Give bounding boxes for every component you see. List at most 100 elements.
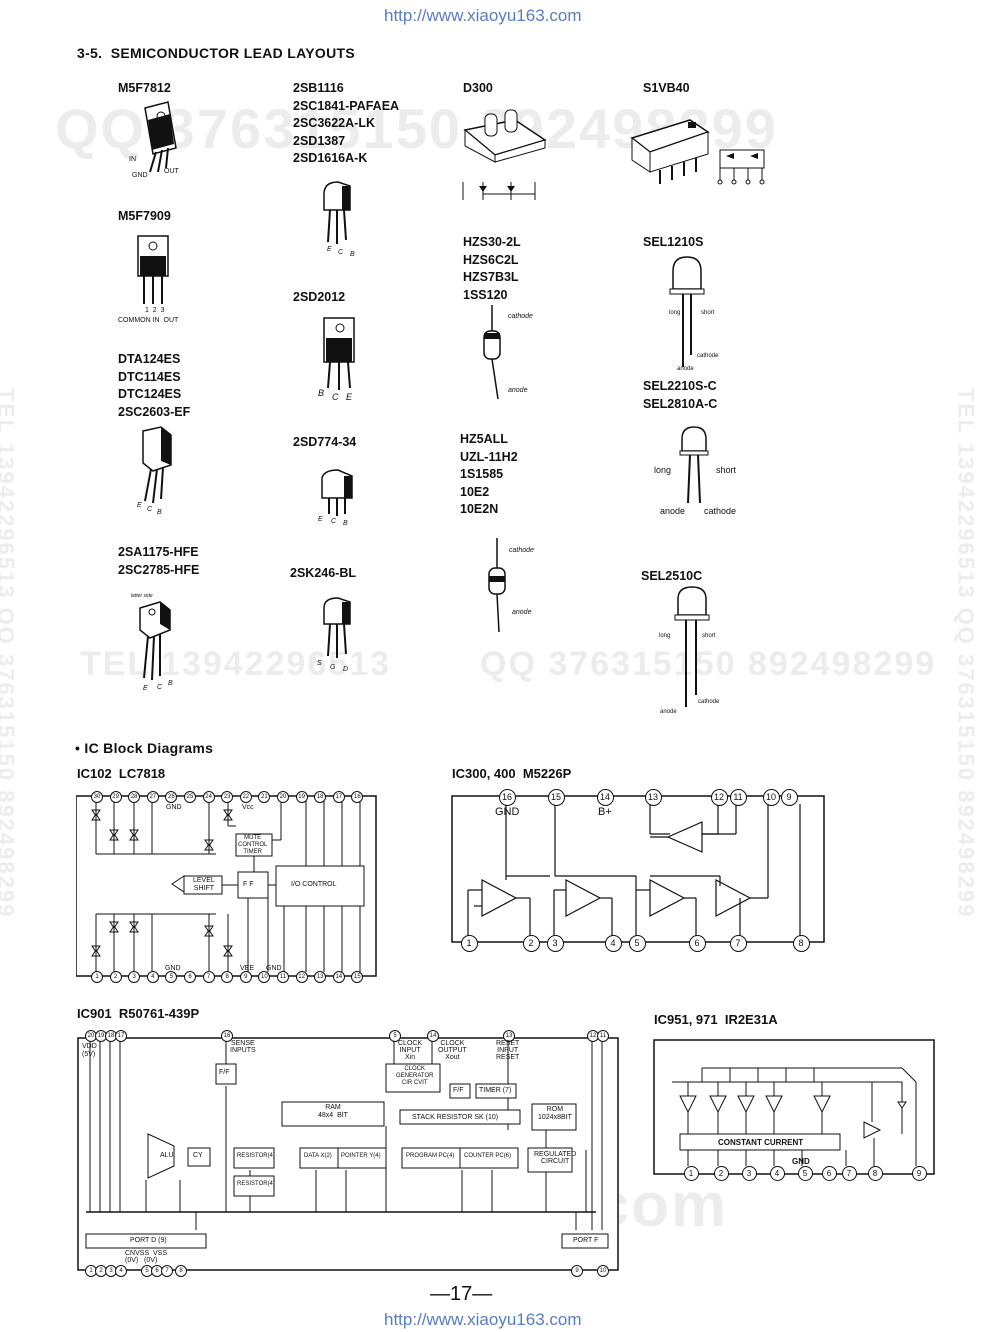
ic901-data-label: DATA X(2) (304, 1153, 332, 1159)
ic901-clock-gen-label: CLOCK GENERATOR CIR CVIT (396, 1066, 434, 1086)
ic300-top-pin-10: 10 (762, 789, 780, 806)
ic901-top-pin-11: 11 (597, 1030, 609, 1042)
ic951-gnd-label: GND (792, 1157, 810, 1166)
ic102-gnd-bottom-label-2: GND (266, 965, 282, 972)
ic901-resistor-b-label: RESISTOR(4) (237, 1181, 275, 1187)
sb1116-e-label: E (327, 246, 332, 253)
sel2510c-led-icon (674, 586, 710, 707)
ic102-top-pin-25: 25 (184, 791, 196, 803)
sd774-c-label: C (331, 518, 337, 525)
dta-b-label: B (157, 509, 162, 516)
ic102-bottom-pin-15: 15 (351, 971, 364, 983)
sd2012-c-label: C (332, 392, 339, 402)
ic300-top-pin-14: 14 (596, 789, 614, 806)
ic901-stack-label: STACK RESISTOR SK (10) (412, 1114, 499, 1121)
sel1210s-long-label: long (669, 310, 681, 316)
ic300-bottom-pin-5: 5 (628, 935, 646, 952)
ic901-block-diagram (77, 1037, 619, 1271)
part-m5f7812: M5F7812 (118, 81, 171, 95)
part-sb1116-group: 2SB1116 2SC1841-PAFAEA 2SC3622A-LK 2SD13… (293, 81, 400, 165)
part-dta-group: DTA124ES DTC114ES DTC124ES 2SC2603-EF (118, 352, 191, 419)
ic901-top-pin-20: 20 (85, 1030, 97, 1042)
sel1210s-short-label: short (701, 310, 715, 316)
ic951-pin-1: 1 (683, 1166, 699, 1181)
ic951-pin-2: 2 (713, 1166, 729, 1181)
ic102-vee-label: VEE (240, 965, 255, 972)
ic901-ram-label: RAM 48x4 BIT (318, 1104, 348, 1119)
ic951-pin-3: 3 (741, 1166, 757, 1181)
ic102-bottom-pin-6: 6 (184, 971, 196, 983)
part-hz5-group: HZ5ALL UZL-11H2 1S1585 10E2 10E2N (460, 432, 518, 516)
ic300-top-pin-15: 15 (547, 789, 565, 806)
sa1175-package-icon (139, 601, 171, 681)
hzs-anode-label: anode (508, 387, 528, 394)
header-url[interactable]: http://www.xiaoyu163.com (384, 6, 582, 25)
ic102-top-pin-22: 22 (239, 791, 252, 803)
sel2210-anode-label: anode (660, 506, 686, 516)
ic901-alu-label: ALU (160, 1152, 174, 1159)
ic300-top-pin-12: 12 (710, 789, 728, 806)
sel2210-long-label: long (654, 465, 672, 475)
ic300-top-pin-11: 11 (729, 789, 747, 806)
ic901-bottom-pin-8: 8 (175, 1265, 187, 1277)
sel1210s-anode-label: anode (677, 366, 694, 372)
part-sa1175-group: 2SA1175-HFE 2SC2785-HFE (118, 545, 200, 577)
ic901-program-label: PROGRAM PC(4) (406, 1153, 455, 1159)
ic102-top-pin-29: 29 (109, 791, 122, 803)
ic102-vcc-label: Vcc (242, 804, 254, 811)
ic901-top-pin-16: 16 (221, 1030, 233, 1042)
sel1210s-cathode-label: cathode (697, 353, 719, 359)
ic102-bottom-pin-14: 14 (332, 971, 345, 983)
ic901-top-pin-14: 14 (427, 1030, 439, 1042)
ic102-ff-label: F F (243, 881, 254, 888)
sel2510c-cathode-label: cathode (698, 699, 720, 705)
sk246-package-icon (323, 597, 351, 658)
ic901-clock-in-label: CLOCK INPUT Xin (398, 1040, 423, 1061)
sel2510c-anode-label: anode (660, 709, 677, 715)
ic102-level-shift-label: LEVEL SHIFT (193, 877, 215, 892)
sel1210s-led-icon (669, 256, 705, 367)
ic102-bottom-pin-4: 4 (146, 971, 159, 983)
ic901-title: IC901 R50761-439P (77, 1006, 200, 1021)
sd2012-b-label: B (318, 388, 325, 398)
m5f7812-package-icon (144, 101, 177, 173)
ic901-clock-out-label: CLOCK OUTPUT Xout (438, 1040, 467, 1061)
ic102-title: IC102 LC7818 (77, 766, 166, 781)
page-number: —17— (430, 1283, 493, 1305)
sd2012-package-icon (323, 317, 355, 390)
m5f7909-pin-numbers: 1 2 3 (145, 307, 165, 314)
part-2sd774: 2SD774-34 (293, 435, 357, 449)
ic951-block-diagram (653, 1039, 935, 1175)
ic901-rom-label: ROM 1024x8BIT (538, 1106, 572, 1121)
sa1175-c-label: C (157, 684, 163, 691)
ic901-cy-label: CY (193, 1152, 203, 1159)
ic901-resistor-a-label: RESISTOR(4) (237, 1153, 275, 1159)
part-d300: D300 (463, 81, 493, 95)
ic951-title: IC951, 971 IR2E31A (654, 1012, 778, 1027)
sel2510c-short-label: short (702, 633, 716, 639)
ic901-bottom-pin-10: 10 (597, 1265, 609, 1277)
ic901-bottom-pin-9: 9 (571, 1265, 583, 1277)
ic300-bottom-pin-3: 3 (546, 935, 564, 952)
sb1116-c-label: C (338, 249, 344, 256)
hz5-cathode-label: cathode (509, 547, 534, 554)
ic901-cnvss-label: CNVSS VSS (0V) (0V) (125, 1250, 168, 1264)
ic102-block-diagram (76, 795, 377, 977)
part-2sd2012: 2SD2012 (293, 290, 346, 304)
ic300-bottom-pin-6: 6 (688, 935, 706, 952)
ic901-top-pin-5: 5 (389, 1030, 401, 1042)
ic102-gnd-top-label: GND (166, 804, 182, 811)
ic102-bottom-pin-9: 9 (239, 971, 252, 983)
ic102-bottom-pin-13: 13 (314, 971, 327, 983)
ic102-gnd-bottom-label: GND (165, 965, 181, 972)
ic102-top-pin-23: 23 (221, 791, 234, 803)
dta-e-label: E (137, 502, 142, 509)
watermark-side-left: TEL 13942296513 QQ 376315150 892498299 (0, 387, 19, 919)
ic901-regulated-label: REGULATED CIRCUIT (534, 1151, 577, 1165)
ic300-top-pin-9: 9 (780, 789, 798, 806)
dta-package-icon (142, 426, 172, 504)
ic901-ff-label: F/F (219, 1069, 230, 1076)
footer-url[interactable]: http://www.xiaoyu163.com (384, 1310, 582, 1329)
ic901-port-d-label: PORT D (9) (130, 1237, 167, 1244)
dta-c-label: C (147, 506, 153, 513)
